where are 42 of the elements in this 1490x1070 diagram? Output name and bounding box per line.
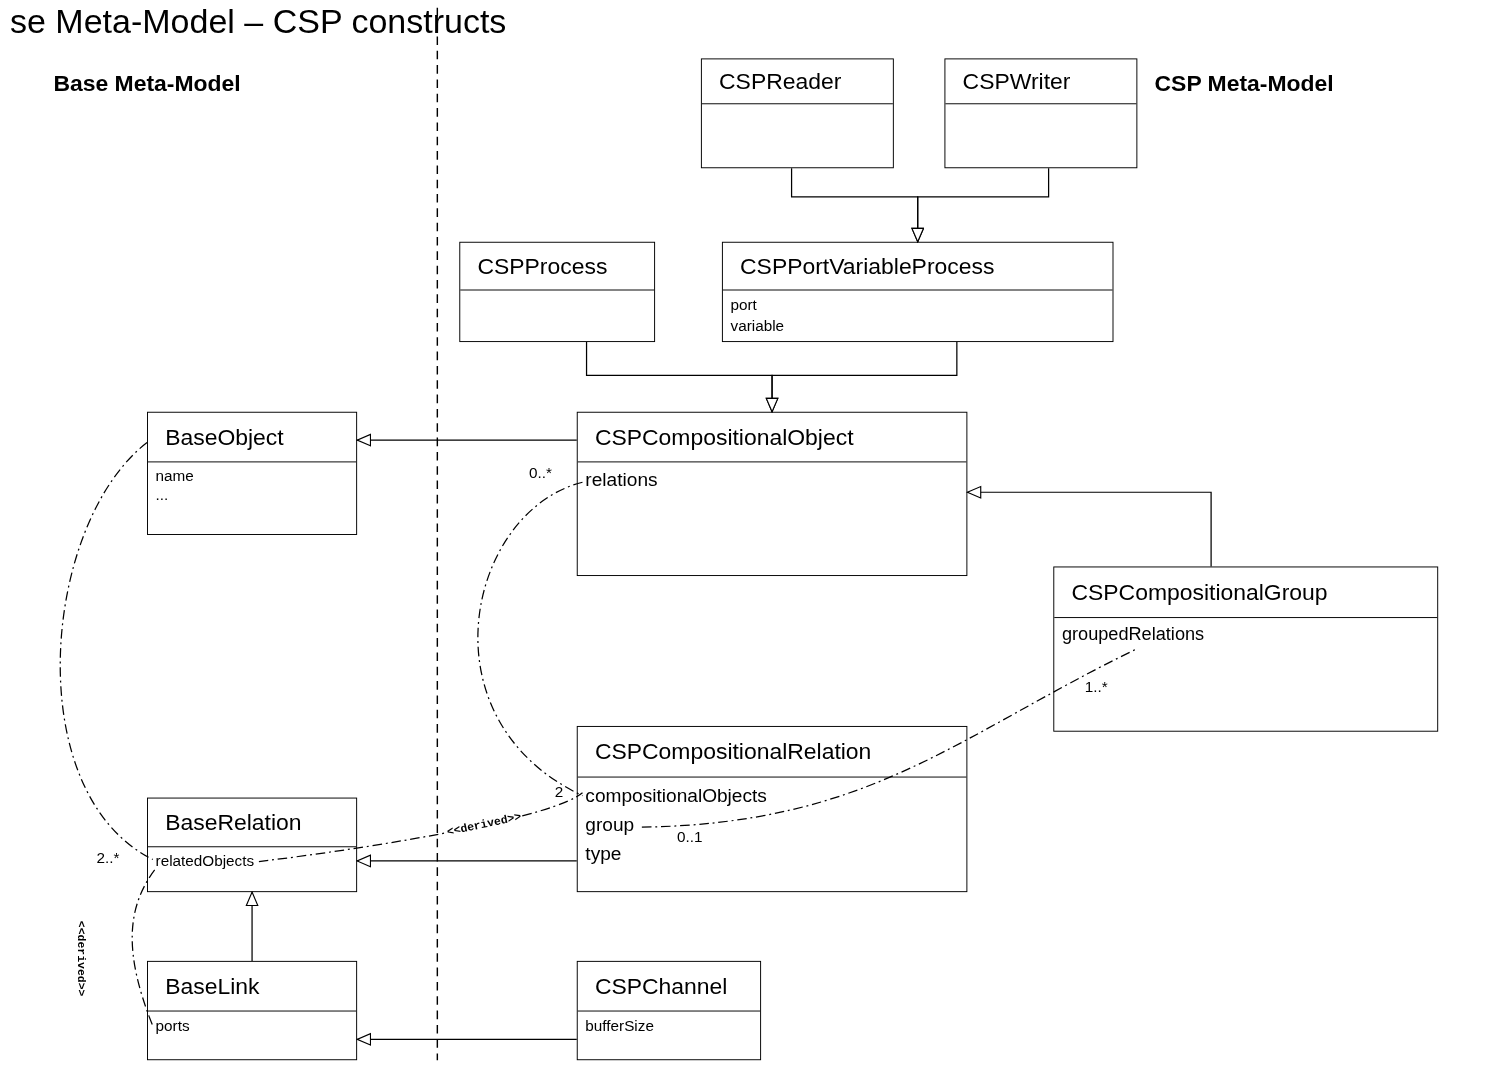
section-heading: CSP Meta-Model <box>1154 69 1334 97</box>
generalization-arrow <box>245 891 259 962</box>
multiplicity-label: 2..* <box>96 850 120 868</box>
class-name: CSPChannel <box>594 972 728 1000</box>
attribute-text: ports <box>155 1015 190 1037</box>
section-heading: Base Meta-Model <box>53 69 241 97</box>
class-name: BaseObject <box>165 423 284 451</box>
class-name: CSPPortVariableProcess <box>740 252 995 280</box>
attribute-text: group <box>585 810 635 839</box>
association-line <box>131 869 156 1027</box>
class-name: BaseRelation <box>165 809 302 836</box>
class-name: CSPCompositionalRelation <box>594 738 872 766</box>
multiplicity-label: 1..* <box>1084 678 1108 696</box>
class-name: CSPProcess <box>477 252 608 280</box>
attribute-text: bufferSize <box>585 1016 654 1036</box>
class-name: CSPReader <box>719 67 842 95</box>
generalization-arrow <box>356 1033 578 1046</box>
generalization-arrow <box>966 485 1212 568</box>
multiplicity-label: 0..* <box>529 464 552 482</box>
generalization-arrow <box>911 167 1050 243</box>
association-line <box>641 648 1138 828</box>
attribute-text: name <box>155 466 194 486</box>
class-name: BaseLink <box>165 972 260 1000</box>
attribute-text: type <box>585 841 622 866</box>
class-name: CSPCompositionalGroup <box>1071 578 1328 606</box>
attribute-text: variable <box>730 316 785 336</box>
association-line <box>478 481 584 797</box>
class-name: CSPWriter <box>962 67 1071 95</box>
attribute-text: relations <box>585 466 658 493</box>
generalization-arrow <box>356 854 578 868</box>
class-name: CSPCompositionalObject <box>594 423 854 451</box>
association-line <box>59 441 154 861</box>
attribute-text: ... <box>155 485 169 505</box>
multiplicity-label: 2 <box>554 783 564 801</box>
generalization-arrow <box>356 433 578 447</box>
multiplicity-label: 0..1 <box>677 829 703 847</box>
generalization-arrow <box>765 341 958 413</box>
diagram-title: se Meta-Model – CSP constructs <box>10 2 507 41</box>
attribute-text: relatedObjects <box>155 851 255 873</box>
attribute-text: groupedRelations <box>1061 621 1205 647</box>
attribute-text: port <box>730 295 757 315</box>
attribute-text: compositionalObjects <box>585 781 767 810</box>
